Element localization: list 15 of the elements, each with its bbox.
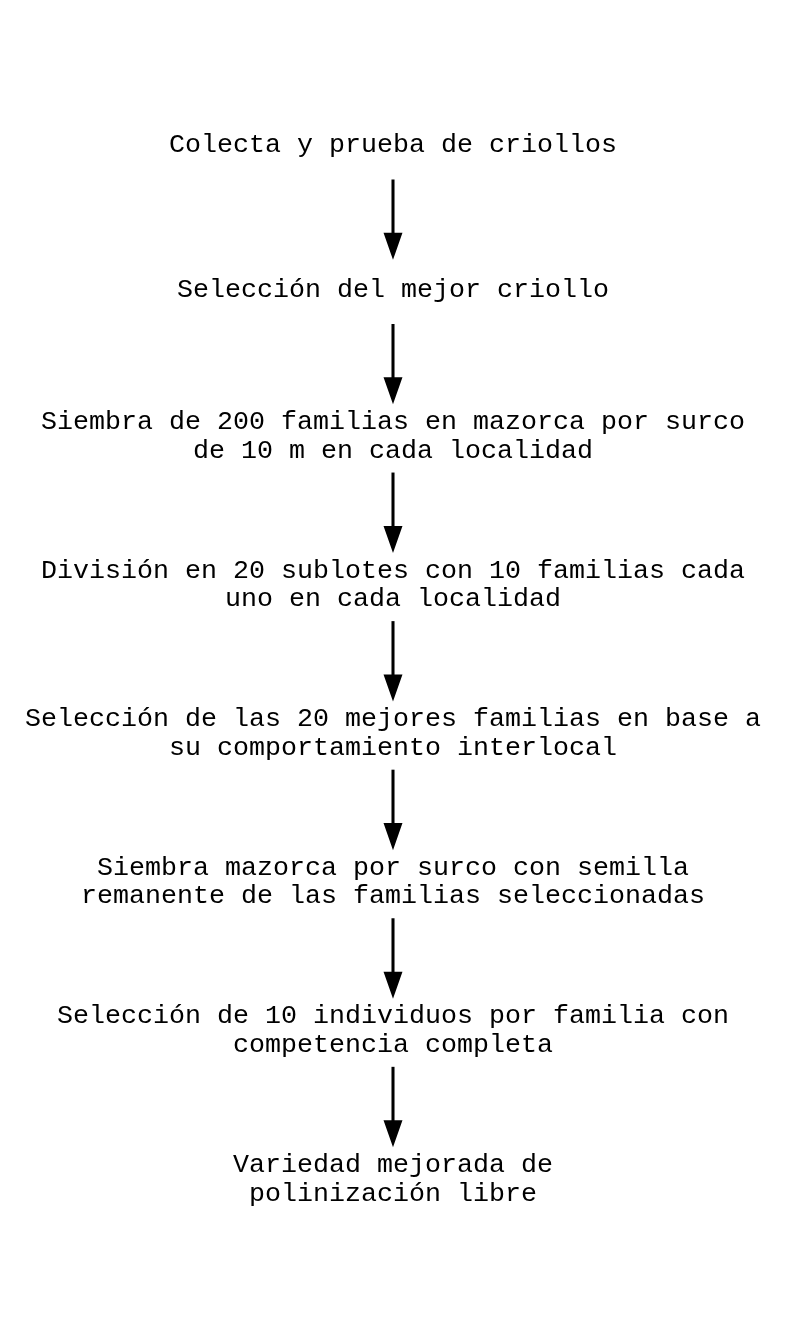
node-text: Selección del mejor criollo [177,274,609,305]
node-text: Selección de 10 individuos por familia con competencia completa [57,1001,729,1060]
arrow [383,179,403,260]
arrow [383,769,403,851]
node-text: Colecta y prueba de criollos [169,129,617,160]
node-text: Variedad mejorada de polinización libre [233,1149,553,1209]
arrow [383,1066,403,1148]
node-text: Selección de las 20 mejores familias en base a su comportamiento interlocal [25,704,761,763]
node-text: División en 20 sublotes con 10 familias cada uno en cada localidad [41,555,745,615]
arrow [383,918,403,999]
arrow [383,472,403,554]
arrow [383,621,403,702]
node-text: Siembra de 200 familias en mazorca por surco de 10 m en cada localidad [41,407,745,466]
node-text: Siembra mazorca por surco con semilla remanente de las familias seleccionadas [81,852,705,912]
arrow [383,324,403,405]
